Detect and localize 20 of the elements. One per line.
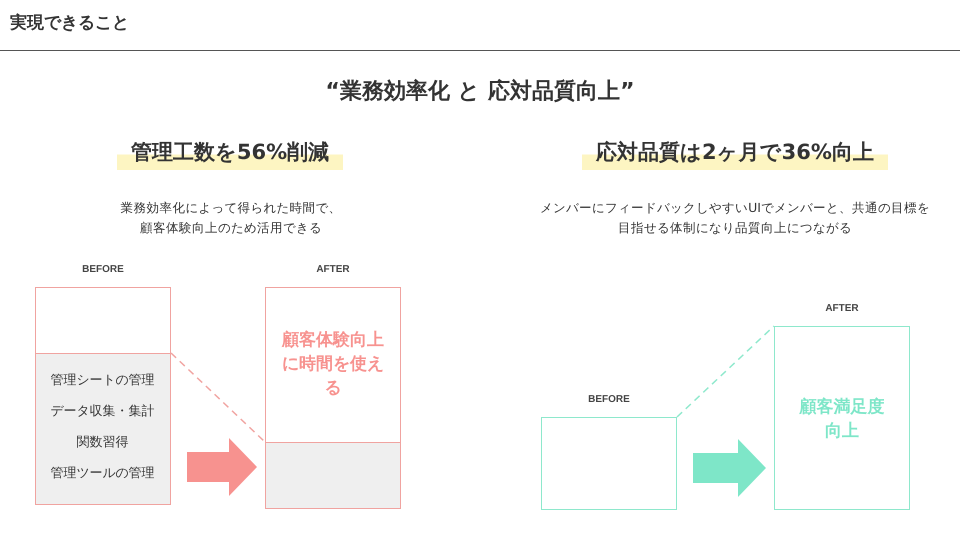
main-heading: “業務効率化 と 応対品質向上”	[325, 78, 635, 106]
panel-caption: BEFORE	[587, 394, 631, 405]
description-text: 業務効率化によって得られた時間で、顧客体験向上のため活用できる	[120, 199, 342, 237]
dashed-connector	[170, 352, 266, 443]
panel-caption: AFTER	[824, 303, 860, 314]
task-label: 関数習得	[76, 434, 130, 450]
page-title: 実現できること	[10, 12, 129, 34]
task-section	[264, 442, 400, 508]
description-text: メンバーにフィードバックしやすいUIでメンバーと、共通の目標を目指せる体制になり品質向上につながる	[540, 199, 930, 237]
panel-caption: AFTER	[315, 264, 351, 275]
block-arrow	[693, 439, 766, 497]
task-label: 管理ツールの管理	[50, 464, 156, 482]
result-text: 顧客体験向上に時間を使える	[280, 329, 385, 400]
task-label: 管理シートの管理	[50, 372, 156, 388]
result-text: 顧客満足度向上	[798, 396, 886, 443]
panel-caption: BEFORE	[81, 264, 125, 275]
task-label: データ収集・集計	[50, 402, 156, 420]
task-section	[34, 352, 170, 504]
block-arrow	[187, 438, 257, 496]
dashed-connector	[676, 325, 775, 418]
